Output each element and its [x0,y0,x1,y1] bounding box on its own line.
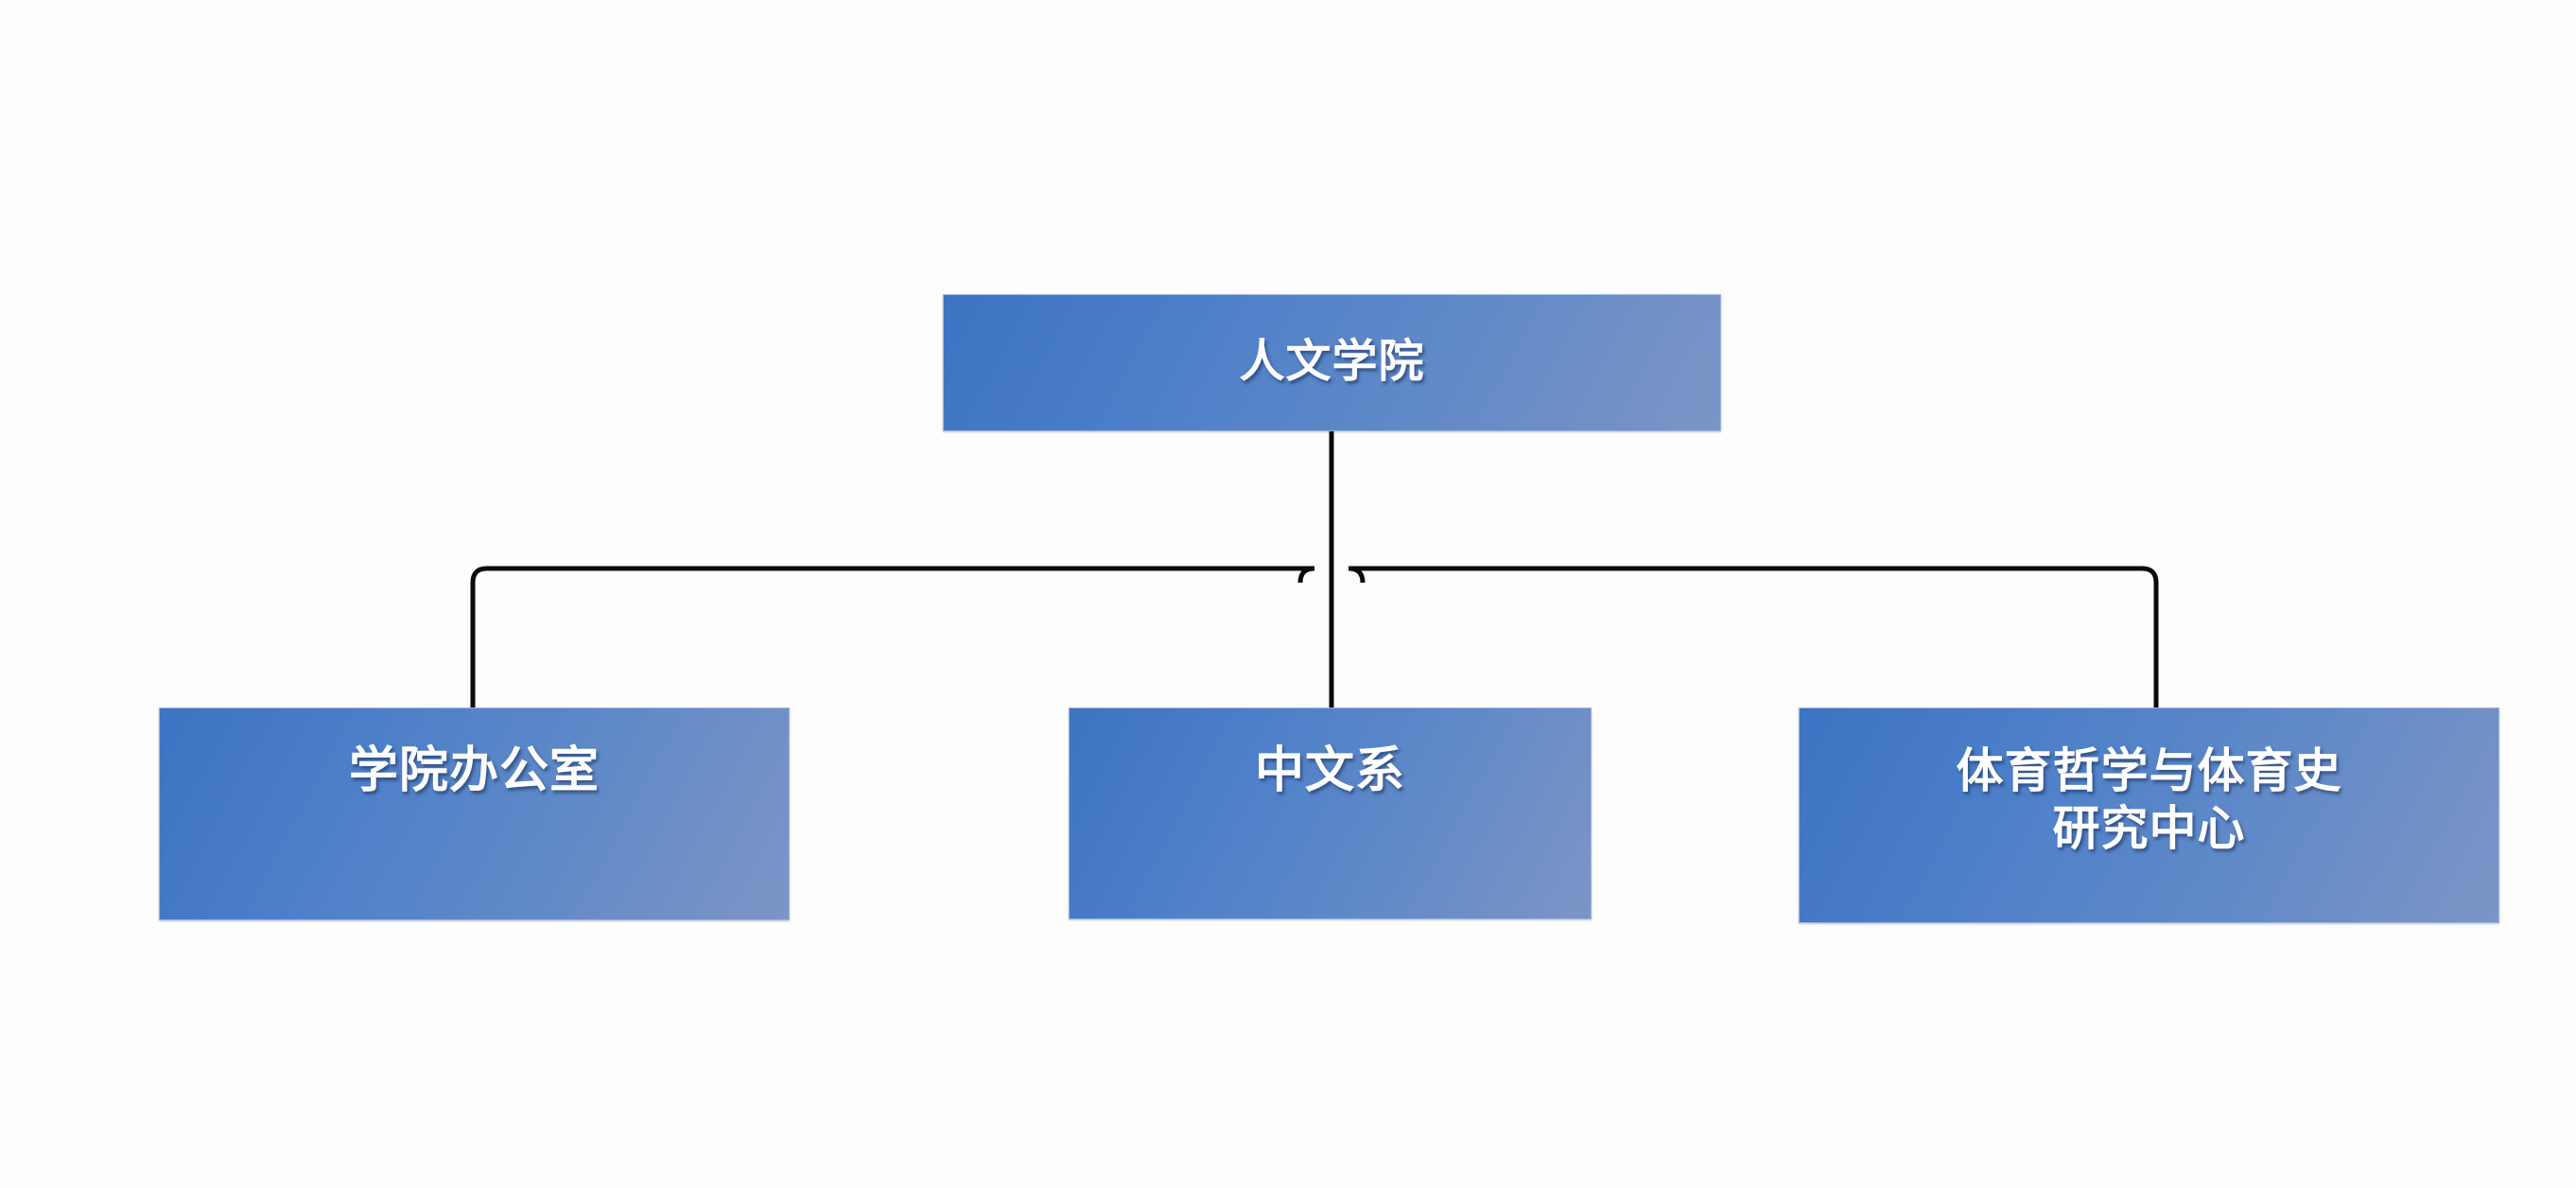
org-node-root[interactable]: 人文学院 [943,294,1721,431]
org-node-chinese-department[interactable]: 中文系 [1069,708,1592,919]
org-node-college-office-label: 学院办公室 [348,743,600,798]
org-node-chinese-department-label: 中文系 [1254,743,1405,798]
org-node-sports-philosophy-history-center[interactable]: 体育哲学与体育史 研究中心 [1799,708,2499,923]
org-node-root-label: 人文学院 [1239,337,1425,388]
org-node-sports-philosophy-history-center-label: 体育哲学与体育史 研究中心 [1956,744,2342,855]
connector-right-bus [1349,566,2159,584]
org-node-college-office[interactable]: 学院办公室 [159,708,790,920]
connector-left-bus [470,566,1314,584]
